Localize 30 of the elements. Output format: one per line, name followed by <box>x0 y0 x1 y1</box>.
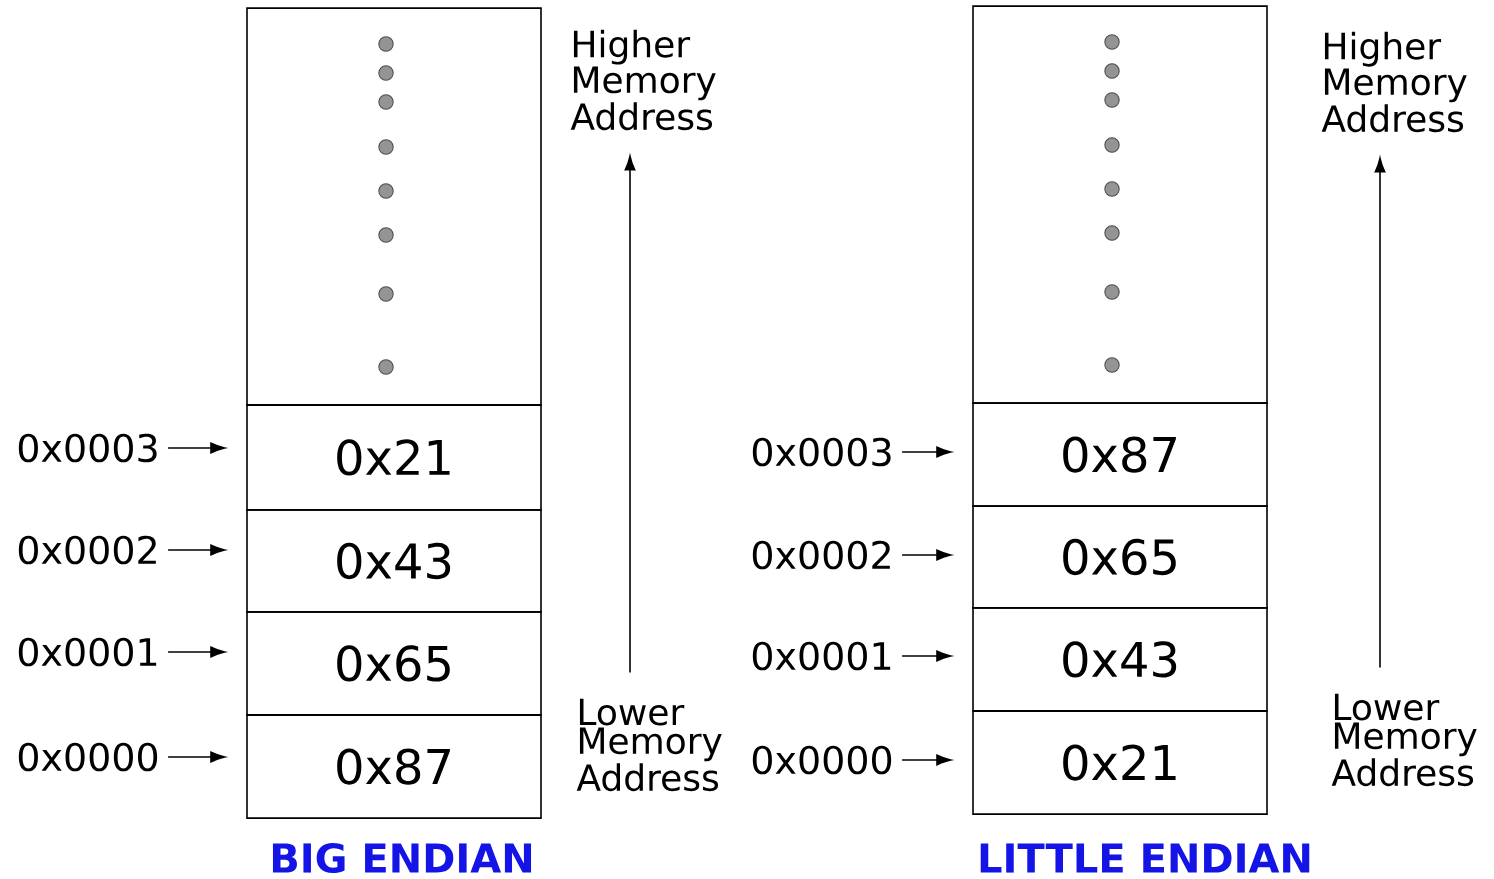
arrow <box>167 646 226 658</box>
arrow <box>167 442 226 454</box>
address-label: 0x0003 <box>752 437 891 467</box>
arrow <box>901 754 952 766</box>
arrow <box>167 544 226 556</box>
address-note: Lower Memory Address <box>576 698 722 792</box>
address-label: 0x0002 <box>752 540 890 570</box>
memory-cell: 0x87 <box>972 402 1268 507</box>
memory-cell: 0x43 <box>972 607 1268 712</box>
arrow <box>1374 157 1386 669</box>
arrow <box>167 751 226 763</box>
address-label: 0x0000 <box>752 745 892 775</box>
memory-cell: 0x21 <box>972 710 1268 815</box>
address-note: Higher Memory Address <box>570 29 716 131</box>
memory-cell: 0x21 <box>246 404 542 511</box>
address-label: 0x0001 <box>18 637 157 667</box>
address-label: 0x0001 <box>752 641 891 671</box>
arrow <box>901 650 952 662</box>
address-label: 0x0002 <box>18 535 156 565</box>
memory-cell: 0x87 <box>246 714 542 819</box>
address-label: 0x0000 <box>18 742 158 772</box>
address-note: Higher Memory Address <box>1321 31 1467 133</box>
arrow <box>624 155 636 674</box>
address-note: Lower Memory Address <box>1331 693 1477 787</box>
memory-cell: 0x65 <box>246 611 542 716</box>
arrow <box>901 446 952 458</box>
memory-cell: 0x43 <box>246 509 542 613</box>
arrow <box>901 549 952 561</box>
address-label: 0x0003 <box>18 433 157 463</box>
memory-cell: 0x65 <box>972 505 1268 609</box>
